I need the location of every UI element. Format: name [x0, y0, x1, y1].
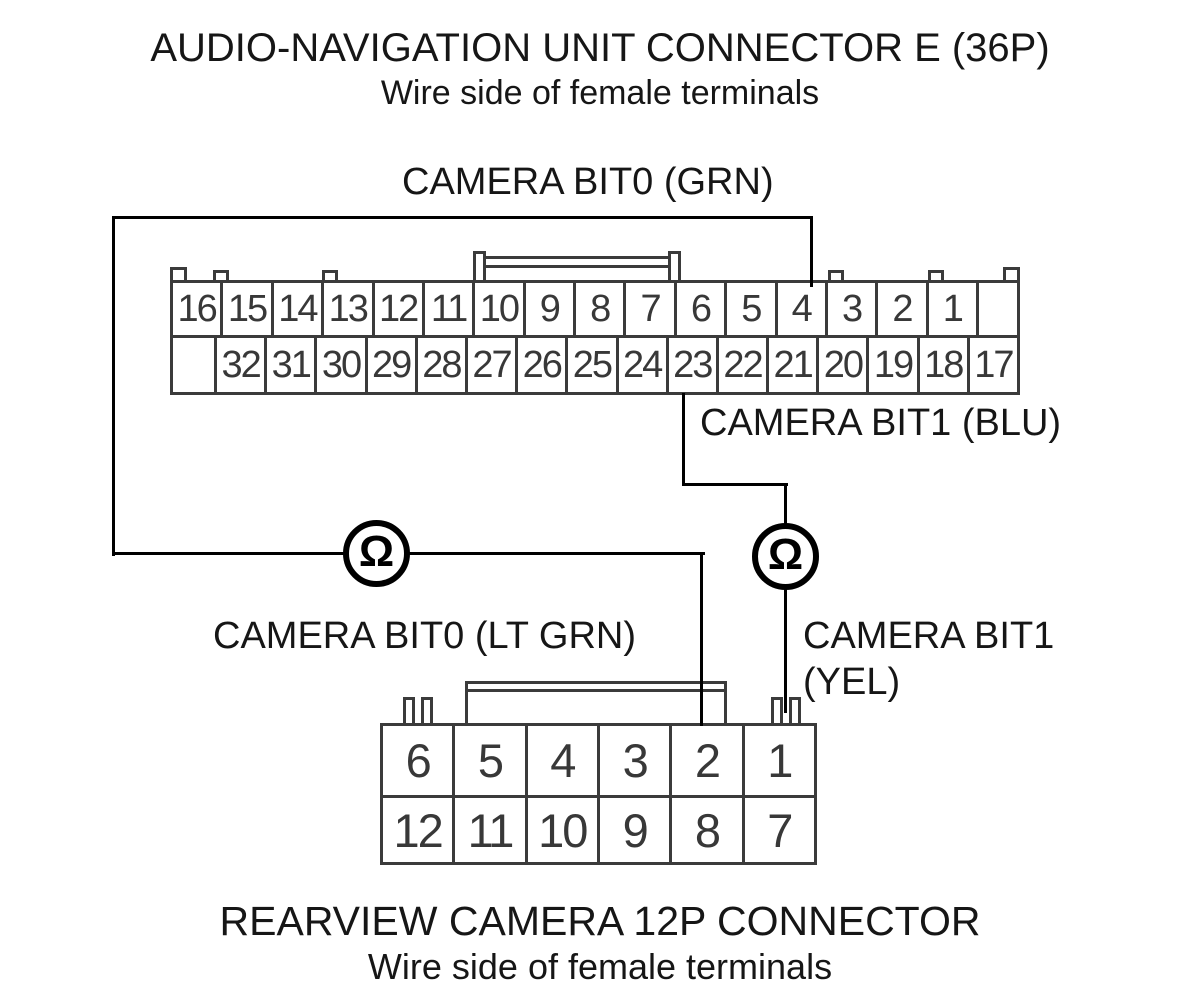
camera-connector-ridge: [465, 681, 727, 726]
unit-pin-cell: 27: [464, 338, 516, 392]
ohm-symbol: Ω: [358, 526, 395, 576]
label-camera-bit0-ltgrn: CAMERA BIT0 (LT GRN): [213, 615, 636, 657]
camera-connector-row1: 6 5 4 3 2 1: [383, 726, 814, 795]
unit-pin-cell: 32: [214, 338, 265, 392]
camera-pin-cell: 11: [452, 798, 525, 862]
bottom-connector-subtitle: Wire side of female terminals: [367, 946, 833, 987]
camera-connector-tab-post: [421, 697, 433, 726]
wire-bit0-to-unit-pin4: [810, 216, 813, 287]
camera-connector-row2: 12 11 10 9 8 7: [383, 795, 814, 862]
unit-pin-cell: 28: [414, 338, 465, 392]
wire-bit1-horizontal: [682, 483, 788, 486]
bottom-connector-title: REARVIEW CAMERA 12P CONNECTOR: [219, 898, 981, 944]
camera-connector-tab-post: [771, 697, 783, 726]
unit-pin-cell: 21: [766, 338, 817, 392]
wire-bit0-top-horizontal: [112, 216, 813, 219]
label-camera-bit1-yel-line1: CAMERA BIT1: [803, 615, 1055, 657]
ohmmeter-icon: Ω: [343, 520, 410, 587]
unit-pin-cell: 14: [270, 283, 322, 335]
unit-pin-cell: 11: [421, 283, 473, 335]
wire-bit1-to-camera-pin1: [784, 587, 787, 713]
unit-pin-cell: 16: [173, 283, 221, 335]
unit-pin-cell: 15: [220, 283, 271, 335]
camera-pin-cell: 3: [596, 726, 670, 795]
camera-pin-cell: 12: [383, 798, 453, 862]
camera-pin-cell: 6: [383, 726, 453, 795]
unit-pin-cell: 18: [916, 338, 967, 392]
label-camera-bit0-grn: CAMERA BIT0 (GRN): [402, 161, 774, 203]
wire-bit0-from-ohmmeter: [402, 552, 705, 555]
blank-cell: [976, 283, 1017, 335]
camera-connector-ridge-line: [468, 689, 724, 692]
camera-pin-cell: 5: [452, 726, 525, 795]
camera-pin-cell: 1: [741, 726, 814, 795]
camera-connector-tab-post: [403, 697, 415, 726]
unit-pin-cell: 17: [966, 338, 1017, 392]
unit-pin-cell: 13: [321, 283, 372, 335]
wire-bit0-into-ohmmeter: [112, 552, 352, 555]
unit-connector-row2: 32 31 30 29 28 27 26 25 24 23 22 21 20 1…: [173, 335, 1017, 392]
unit-pin-cell: 20: [816, 338, 867, 392]
unit-pin-cell: 7: [623, 283, 674, 335]
unit-pin-cell: 30: [314, 338, 365, 392]
wire-bit0-to-camera-pin2: [700, 552, 703, 726]
blank-cell: [173, 338, 214, 392]
camera-pin-cell: 7: [741, 798, 814, 862]
unit-pin-cell: 22: [715, 338, 767, 392]
unit-pin-cell: 1: [925, 283, 976, 335]
unit-pin-cell: 3: [824, 283, 876, 335]
unit-pin-cell: 19: [866, 338, 917, 392]
unit-pin-cell: 29: [364, 338, 415, 392]
unit-pin-cell: 31: [264, 338, 315, 392]
unit-pin-cell: 26: [515, 338, 566, 392]
ohm-symbol: Ω: [767, 529, 804, 579]
ohmmeter-icon: Ω: [752, 523, 819, 590]
top-connector-subtitle: Wire side of female terminals: [380, 74, 820, 112]
camera-pin-cell: 4: [524, 726, 597, 795]
wire-bit0-left-vertical: [112, 216, 115, 556]
connector-bridge-bar: [479, 256, 681, 268]
unit-pin-cell: 5: [724, 283, 775, 335]
unit-connector-row1: 16 15 14 13 12 11 10 9 8 7 6 5 4 3 2 1: [173, 283, 1017, 335]
unit-pin-cell: 9: [522, 283, 573, 335]
camera-pin-cell: 8: [669, 798, 742, 862]
top-connector-title: AUDIO-NAVIGATION UNIT CONNECTOR E (36P): [150, 26, 1050, 70]
camera-pin-cell: 2: [669, 726, 742, 795]
label-camera-bit1-blu: CAMERA BIT1 (BLU): [700, 402, 1062, 444]
camera-pin-cell: 10: [524, 798, 597, 862]
unit-pin-cell: 24: [615, 338, 666, 392]
unit-pin-cell: 8: [573, 283, 624, 335]
camera-connector-tab-post: [789, 697, 801, 726]
wire-bit1-from-unit-pin23: [682, 393, 685, 486]
unit-pin-cell: 4: [774, 283, 825, 335]
unit-pin-cell: 2: [875, 283, 926, 335]
unit-pin-cell: 12: [371, 283, 422, 335]
unit-pin-cell: 23: [665, 338, 716, 392]
unit-pin-cell: 6: [673, 283, 725, 335]
unit-pin-cell: 10: [472, 283, 523, 335]
unit-pin-cell: 25: [565, 338, 616, 392]
camera-pin-cell: 9: [596, 798, 670, 862]
wire-bit1-into-ohmmeter: [784, 483, 787, 525]
label-camera-bit1-yel-line2: (YEL): [803, 661, 901, 703]
